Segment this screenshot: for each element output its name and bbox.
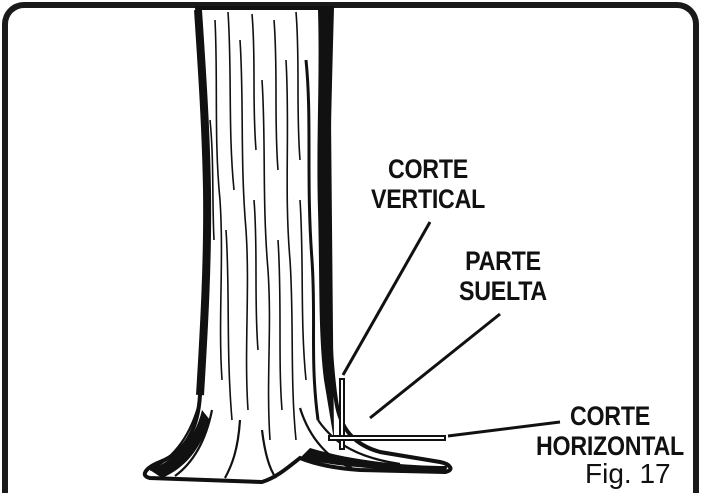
label-corte-horizontal: CORTE HORIZONTAL: [533, 401, 688, 461]
tree-trunk: [145, 8, 451, 482]
label-corte-vertical-line2: VERTICAL: [368, 184, 488, 214]
label-corte-vertical: CORTE VERTICAL: [368, 154, 488, 214]
leader-parte-suelta: [370, 314, 500, 418]
figure-caption: Fig. 17: [585, 458, 671, 490]
label-corte-horizontal-line1: CORTE: [533, 401, 688, 431]
label-corte-vertical-line1: CORTE: [368, 154, 488, 184]
leader-corte-vertical: [343, 222, 430, 375]
label-parte-suelta-line1: PARTE: [447, 246, 559, 276]
label-parte-suelta-line2: SUELTA: [447, 276, 559, 306]
label-corte-horizontal-line2: HORIZONTAL: [533, 431, 688, 461]
label-parte-suelta: PARTE SUELTA: [447, 246, 559, 306]
